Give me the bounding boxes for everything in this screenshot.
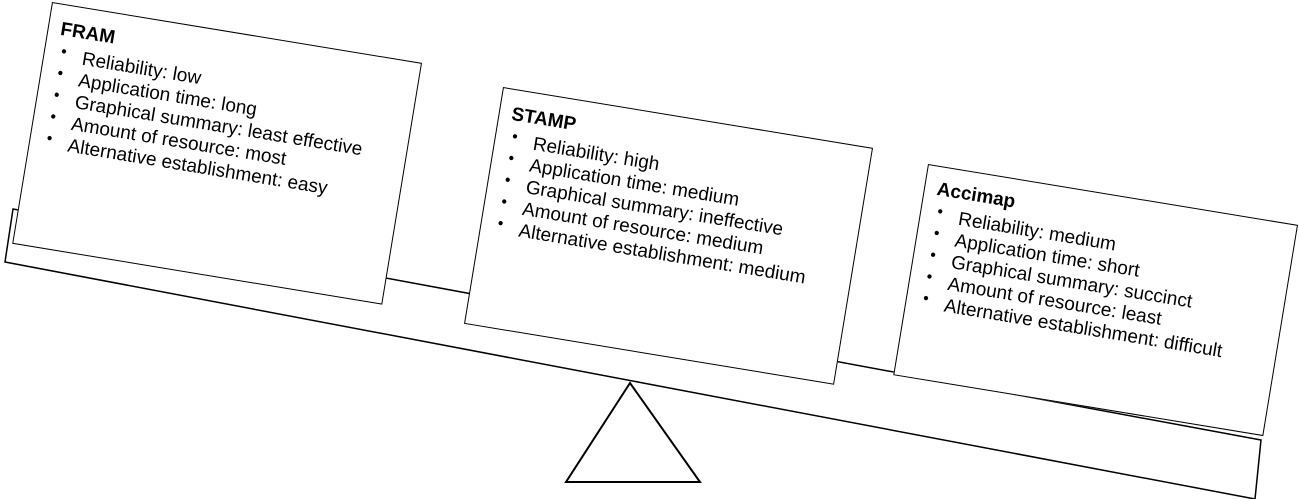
bullet-icon: • bbox=[507, 149, 516, 168]
bullet-icon: • bbox=[503, 171, 512, 190]
bullet-icon: • bbox=[936, 203, 945, 221]
bullet-icon: • bbox=[496, 215, 505, 233]
bullet-icon: • bbox=[52, 86, 61, 105]
bullet-icon: • bbox=[510, 128, 519, 146]
bullet-icon: • bbox=[499, 193, 509, 212]
bullet-icon: • bbox=[932, 224, 941, 243]
scale-fulcrum bbox=[564, 381, 702, 483]
bullet-icon: • bbox=[921, 290, 931, 308]
bullet-icon: • bbox=[56, 64, 65, 83]
bullet-icon: • bbox=[45, 130, 54, 148]
bullet-icon: • bbox=[48, 108, 58, 127]
bullet-icon: • bbox=[59, 43, 68, 61]
bullet-icon: • bbox=[928, 246, 938, 265]
bullet-icon: • bbox=[925, 268, 934, 287]
